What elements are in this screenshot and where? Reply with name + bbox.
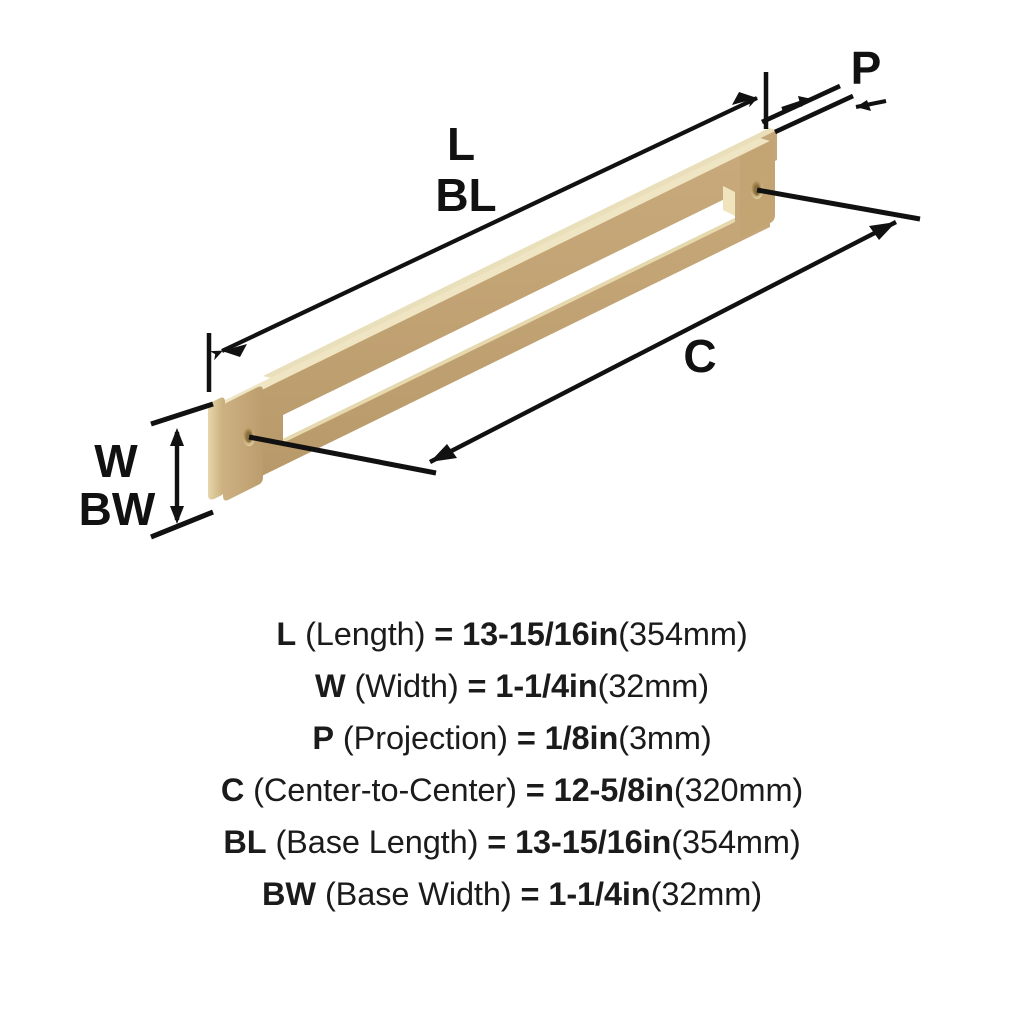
spec-row-center-to-center: C (Center-to-Center) = 12-5/8in(320mm) — [0, 764, 1024, 816]
label-BL: BL — [435, 169, 496, 221]
spec-code: L — [276, 616, 297, 652]
label-BW: BW — [79, 483, 156, 535]
c-dim-line — [428, 220, 898, 464]
spec-code: BW — [262, 876, 316, 912]
spec-code: P — [312, 720, 334, 756]
spec-equals: = — [467, 668, 487, 704]
spec-row-width: W (Width) = 1-1/4in(32mm) — [0, 660, 1024, 712]
spec-name: (Projection) — [342, 720, 508, 756]
spec-metric: (32mm) — [650, 876, 762, 912]
specification-list: L (Length) = 13-15/16in(354mm) W (Width)… — [0, 600, 1024, 1024]
c-leader-right — [756, 187, 921, 222]
left-end-face — [223, 386, 263, 501]
spec-imperial: 1-1/4in — [548, 876, 651, 912]
spec-imperial: 1-1/4in — [495, 668, 598, 704]
width-ext-top — [150, 401, 214, 427]
c-leader-left — [248, 434, 437, 476]
width-arrowheads — [170, 428, 184, 524]
spec-name: (Base Width) — [324, 876, 512, 912]
spec-row-base-length: BL (Base Length) = 13-15/16in(354mm) — [0, 816, 1024, 868]
label-P: P — [851, 42, 882, 94]
spec-imperial: 12-5/8in — [553, 772, 674, 808]
spec-name: (Width) — [354, 668, 459, 704]
spec-imperial: 13-15/16in — [515, 824, 672, 860]
spec-name: (Center-to-Center) — [253, 772, 517, 808]
spec-row-base-width: BW (Base Width) = 1-1/4in(32mm) — [0, 868, 1024, 920]
projection-ext-b — [774, 93, 854, 135]
length-arrowheads — [222, 92, 757, 357]
spec-equals: = — [520, 876, 540, 912]
spec-equals: = — [434, 616, 454, 652]
spec-row-projection: P (Projection) = 1/8in(3mm) — [0, 712, 1024, 764]
spec-name: (Length) — [305, 616, 426, 652]
spec-imperial: 1/8in — [544, 720, 619, 756]
spec-name: (Base Length) — [275, 824, 479, 860]
dimension-projection — [761, 83, 854, 135]
spec-metric: (32mm) — [597, 668, 709, 704]
spec-row-length: L (Length) = 13-15/16in(354mm) — [0, 608, 1024, 660]
dimension-center-to-center — [248, 187, 921, 476]
length-dim-line — [209, 96, 758, 361]
spec-equals: = — [516, 720, 536, 756]
spec-code: C — [220, 772, 245, 808]
label-L: L — [447, 118, 475, 170]
cutout-inner-edge — [283, 218, 735, 443]
label-W: W — [94, 435, 138, 487]
spec-code: BL — [223, 824, 267, 860]
spec-metric: (354mm) — [671, 824, 801, 860]
spec-equals: = — [487, 824, 507, 860]
spec-metric: (354mm) — [618, 616, 748, 652]
spec-code: W — [315, 668, 346, 704]
spec-equals: = — [525, 772, 545, 808]
dimension-width — [150, 401, 214, 540]
spec-metric: (3mm) — [618, 720, 712, 756]
product-drawing: L BL P — [79, 42, 921, 540]
left-end-side-strip — [208, 397, 225, 500]
label-C: C — [683, 330, 716, 382]
width-ext-bottom — [150, 509, 214, 540]
projection-arrows — [781, 96, 887, 111]
spec-metric: (320mm) — [673, 772, 804, 808]
spec-imperial: 13-15/16in — [462, 616, 619, 652]
c-arrowheads — [430, 222, 896, 462]
